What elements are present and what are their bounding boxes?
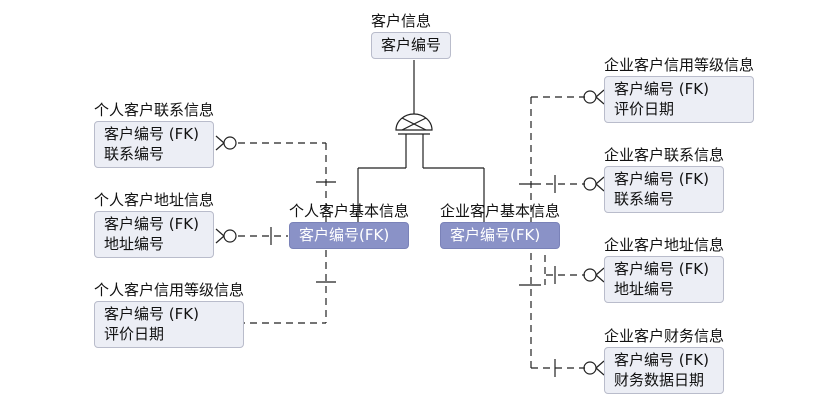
attr-address-id: 地址编号 (104, 235, 165, 253)
entity-corporate-finance[interactable]: 企业客户财务信息 客户编号 (FK) 财务数据日期 (604, 327, 725, 394)
attr-finance-date: 财务数据日期 (614, 371, 705, 389)
attr-contact-id: 联系编号 (104, 145, 165, 163)
attr-evaluation-date: 评价日期 (104, 325, 165, 343)
attr-customer-id-fk: 客户编号 (FK) (104, 305, 199, 323)
subtype-cross-2 (401, 117, 427, 131)
attr-evaluation-date: 评价日期 (614, 100, 675, 118)
attr-address-id: 地址编号 (614, 280, 675, 298)
attr-customer-id-fk: 客户编号 (FK) (104, 215, 199, 233)
entity-title: 企业客户财务信息 (604, 327, 725, 345)
entity-personal-basic[interactable]: 个人客户基本信息 客户编号(FK) (289, 202, 410, 249)
subtype-symbol (395, 113, 433, 131)
entity-attributes: 客户编号 (FK) 评价日期 (94, 301, 245, 348)
attr-customer-id-fk: 客户编号 (FK) (614, 170, 709, 188)
entity-attributes: 客户编号 (FK) 财务数据日期 (604, 347, 725, 394)
entity-title: 企业客户地址信息 (604, 236, 725, 254)
entity-corporate-contact[interactable]: 企业客户联系信息 客户编号 (FK) 联系编号 (604, 146, 725, 213)
entity-title: 个人客户基本信息 (289, 202, 410, 220)
entity-personal-credit[interactable]: 个人客户信用等级信息 客户编号 (FK) 评价日期 (94, 281, 245, 348)
entity-attributes: 客户编号 (FK) 联系编号 (604, 166, 725, 213)
attr-customer-id-fk: 客户编号 (FK) (614, 260, 709, 278)
attr-customer-id-fk: 客户编号 (FK) (614, 80, 709, 98)
entity-title: 企业客户联系信息 (604, 146, 725, 164)
attr-customer-id-fk: 客户编号(FK) (299, 226, 390, 244)
crow-corporate-address (583, 268, 597, 282)
entity-corporate-credit[interactable]: 企业客户信用等级信息 客户编号 (FK) 评价日期 (604, 56, 755, 123)
attr-customer-id-fk: 客户编号(FK) (450, 226, 541, 244)
entity-attributes: 客户编号 (371, 32, 452, 59)
crow-personal-address (223, 229, 237, 243)
entity-attributes: 客户编号 (FK) 评价日期 (604, 76, 755, 123)
attr-customer-id-fk: 客户编号 (FK) (614, 351, 709, 369)
entity-attributes: 客户编号(FK) (440, 222, 561, 249)
crow-personal-contact (223, 136, 237, 150)
entity-attributes: 客户编号 (FK) 联系编号 (94, 121, 215, 168)
entity-attributes: 客户编号 (FK) 地址编号 (94, 211, 215, 258)
entity-corporate-address[interactable]: 企业客户地址信息 客户编号 (FK) 地址编号 (604, 236, 725, 303)
entity-title: 企业客户基本信息 (440, 202, 561, 220)
entity-personal-contact[interactable]: 个人客户联系信息 客户编号 (FK) 联系编号 (94, 101, 215, 168)
crow-corporate-finance (583, 361, 597, 375)
entity-title: 客户信息 (371, 12, 432, 30)
entity-corporate-basic[interactable]: 企业客户基本信息 客户编号(FK) (440, 202, 561, 249)
entity-customer[interactable]: 客户信息 客户编号 (371, 12, 452, 59)
crow-corporate-contact (583, 177, 597, 191)
entity-personal-address[interactable]: 个人客户地址信息 客户编号 (FK) 地址编号 (94, 191, 215, 258)
entity-title: 个人客户信用等级信息 (94, 281, 245, 299)
entity-attributes: 客户编号(FK) (289, 222, 410, 249)
attr-contact-id: 联系编号 (614, 190, 675, 208)
crow-corporate-credit (583, 90, 597, 104)
attr-customer-id-fk: 客户编号 (FK) (104, 125, 199, 143)
entity-title: 个人客户地址信息 (94, 191, 215, 209)
entity-title: 个人客户联系信息 (94, 101, 215, 119)
entity-title: 企业客户信用等级信息 (604, 56, 755, 74)
entity-attributes: 客户编号 (FK) 地址编号 (604, 256, 725, 303)
attr-customer-id: 客户编号 (381, 36, 442, 54)
